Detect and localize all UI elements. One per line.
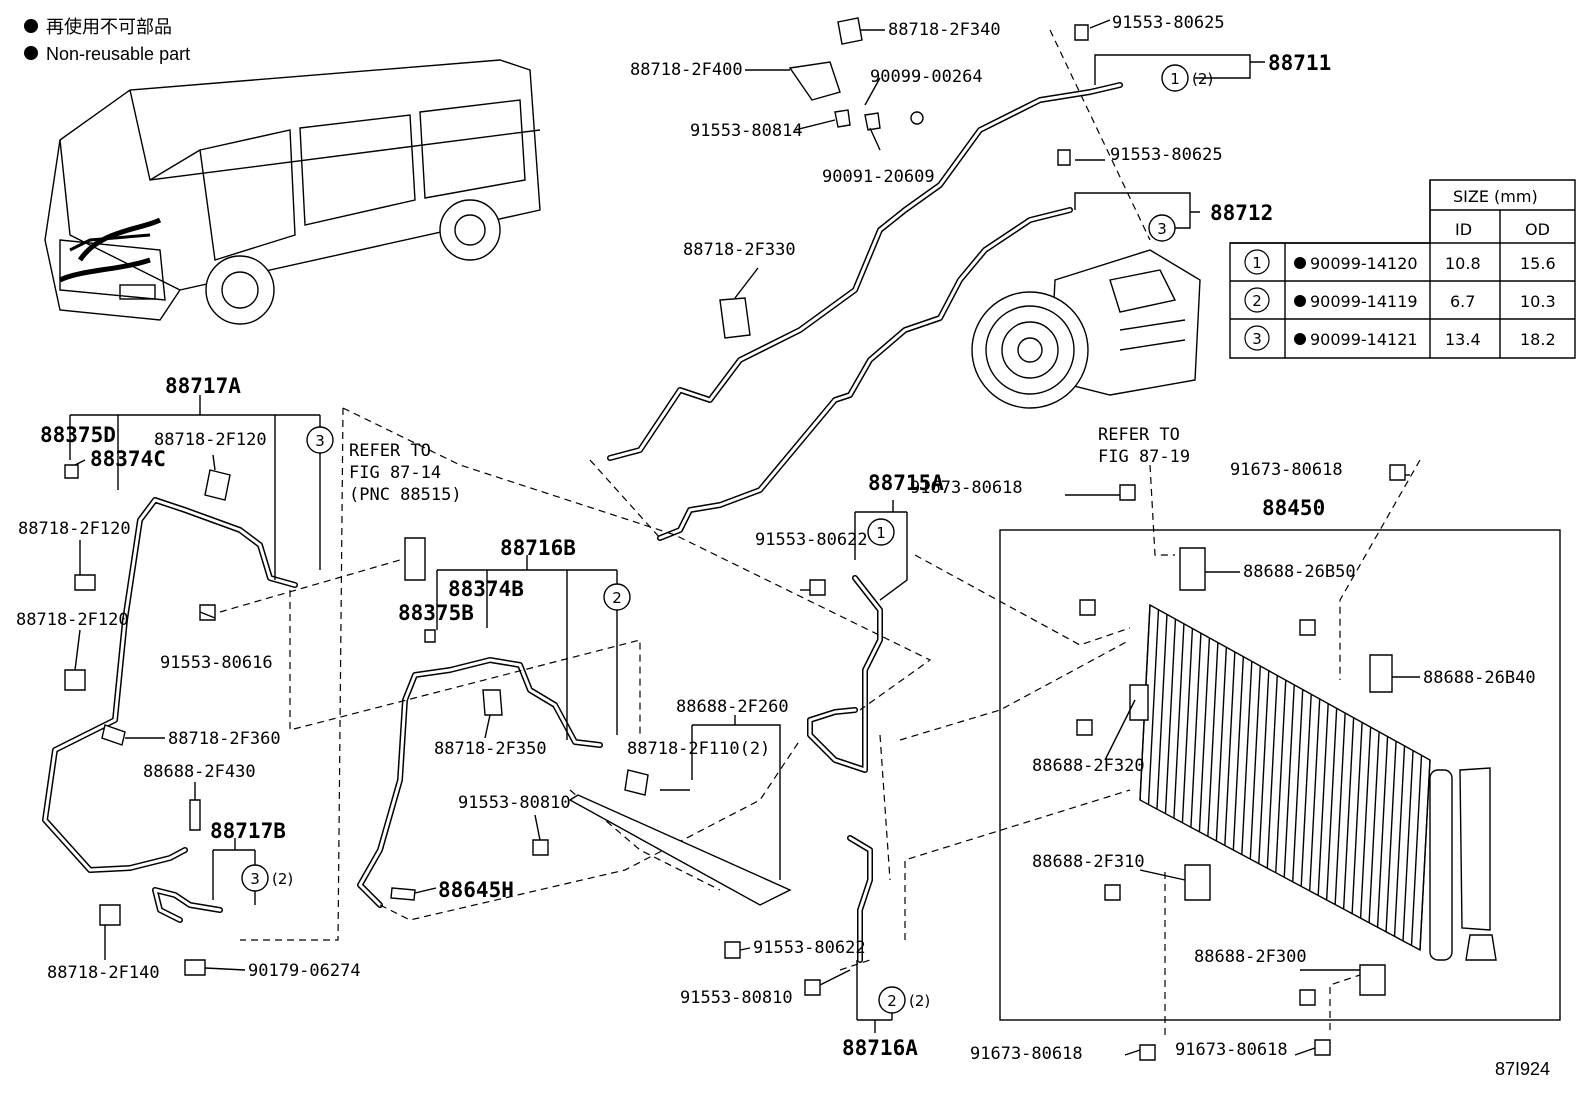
size-row3-id: 13.4 [1445,330,1481,349]
condenser [1139,603,1497,961]
size-row2-part: 90099-14119 [1310,292,1418,311]
size-row2-id: 6.7 [1450,292,1475,311]
callout-3c-qty: (2) [272,870,293,888]
ref-8719-line1: REFER TO [1098,425,1180,445]
label-leaders [74,19,1420,1056]
callout-1a-qty: (2) [1192,70,1213,88]
callout-2b: 2 [887,992,897,1010]
pipe-88717A [42,497,298,873]
label-88375B: 88375B [398,601,474,625]
part-88718-2F340: 88718-2F340 [888,20,1001,40]
part-88688-26B40: 88688-26B40 [1423,668,1536,688]
label-88712: 88712 [1210,201,1273,225]
callout-3a: 3 [1157,220,1167,238]
label-88711: 88711 [1268,51,1331,75]
part-91673-80618-a: 91673-80618 [910,478,1023,498]
pipe-88716A [847,835,873,963]
callout-1b: 1 [876,524,886,542]
size-row1-part: 90099-14120 [1310,254,1418,273]
size-col-od: OD [1525,220,1550,239]
legend: 再使用不可部品 Non-reusable part [24,17,190,64]
callout-3c: 3 [250,870,260,888]
callout-1a: 1 [1170,70,1180,88]
ref-8714-line2: FIG 87-14 [349,463,441,483]
part-88688-2F260: 88688-2F260 [676,697,789,717]
label-88717A: 88717A [165,374,241,398]
part-90099-00264: 90099-00264 [870,67,983,87]
pipe-88717B [152,887,223,923]
part-88688-2F300: 88688-2F300 [1194,947,1307,967]
size-col-id: ID [1455,220,1472,239]
part-91553-80810-b: 91553-80810 [680,988,793,1008]
part-90179-06274: 90179-06274 [248,961,361,981]
part-91553-80625-a: 91553-80625 [1112,13,1225,33]
part-88718-2F400: 88718-2F400 [630,60,743,80]
size-row1-no: 1 [1252,254,1262,272]
pipe-88712 [657,207,1073,541]
label-88375D: 88375D [40,423,116,447]
ref-8714-line1: REFER TO [349,441,431,461]
part-91673-80618-c: 91673-80618 [970,1044,1083,1064]
label-88450: 88450 [1262,496,1325,520]
dashed-leaders [219,29,1421,1035]
ref-8719-line2: FIG 87-19 [1098,447,1190,467]
size-row1-od: 15.6 [1520,254,1556,273]
part-90091-20609: 90091-20609 [822,167,935,187]
pipe-88711 [607,82,1123,461]
label-88716A: 88716A [842,1036,918,1060]
van-illustration [44,59,541,325]
part-labels: 88718-2F340 91553-80625 88718-2F400 9009… [16,13,1536,1064]
size-table-header: SIZE (mm) [1453,187,1538,206]
callout-3b: 3 [315,432,325,450]
part-88688-2F320: 88688-2F320 [1032,756,1145,776]
part-88718-2F120-b: 88718-2F120 [18,519,131,539]
label-88374B: 88374B [448,577,524,601]
figure-id: 87I924 [1495,1059,1550,1079]
size-row1-id: 10.8 [1445,254,1481,273]
label-88717B: 88717B [210,819,286,843]
part-88718-2F110: 88718-2F110(2) [627,739,770,759]
label-88374C: 88374C [90,447,166,471]
group-labels: 88711 88712 88717A 88716B 88715A 88450 8… [40,51,1331,1060]
part-91553-80622-b: 91553-80622 [753,938,866,958]
size-row3-od: 18.2 [1520,330,1556,349]
condenser-frame [999,529,1561,1021]
part-88718-2F350: 88718-2F350 [434,739,547,759]
part-91553-80622-a: 91553-80622 [755,530,868,550]
size-table: SIZE (mm) ID OD 1 90099-14120 10.8 15.6 … [1229,179,1576,359]
part-91553-80616: 91553-80616 [160,653,273,673]
size-row3-no: 3 [1252,330,1262,348]
part-91553-80625-b: 91553-80625 [1110,145,1223,165]
callout-2a: 2 [612,589,622,607]
group-brackets [69,54,1265,1033]
size-row2-od: 10.3 [1520,292,1556,311]
part-91553-80814: 91553-80814 [690,121,803,141]
legend-jp: 再使用不可部品 [46,17,172,37]
label-88715A: 88715A [868,471,944,495]
part-88718-2F360: 88718-2F360 [168,729,281,749]
part-91673-80618-b: 91673-80618 [1230,460,1343,480]
part-91553-80810-a: 91553-80810 [458,793,571,813]
part-88688-2F430: 88688-2F430 [143,762,256,782]
refer-notes: REFER TO FIG 87-14 (PNC 88515) REFER TO … [349,425,1190,505]
label-88645H: 88645H [438,878,514,902]
pipe-88716B [357,657,603,908]
compressor [971,249,1201,409]
part-88718-2F330: 88718-2F330 [683,240,796,260]
legend-en: Non-reusable part [46,44,190,64]
pipe-88715A [807,575,883,773]
part-88688-2F310: 88688-2F310 [1032,852,1145,872]
circle-callouts: 1 (2) 3 3 1 2 3 (2) 2 (2) [241,64,1213,1014]
callout-2b-qty: (2) [909,992,930,1010]
part-88688-26B50: 88688-26B50 [1243,562,1356,582]
ref-8714-line3: (PNC 88515) [349,485,462,505]
label-88716B: 88716B [500,536,576,560]
part-88718-2F120-c: 88718-2F120 [16,610,129,630]
size-row2-no: 2 [1252,292,1262,310]
size-row3-part: 90099-14121 [1310,330,1418,349]
part-91673-80618-d: 91673-80618 [1175,1040,1288,1060]
part-88718-2F140: 88718-2F140 [47,963,160,983]
part-88718-2F120-a: 88718-2F120 [154,430,267,450]
